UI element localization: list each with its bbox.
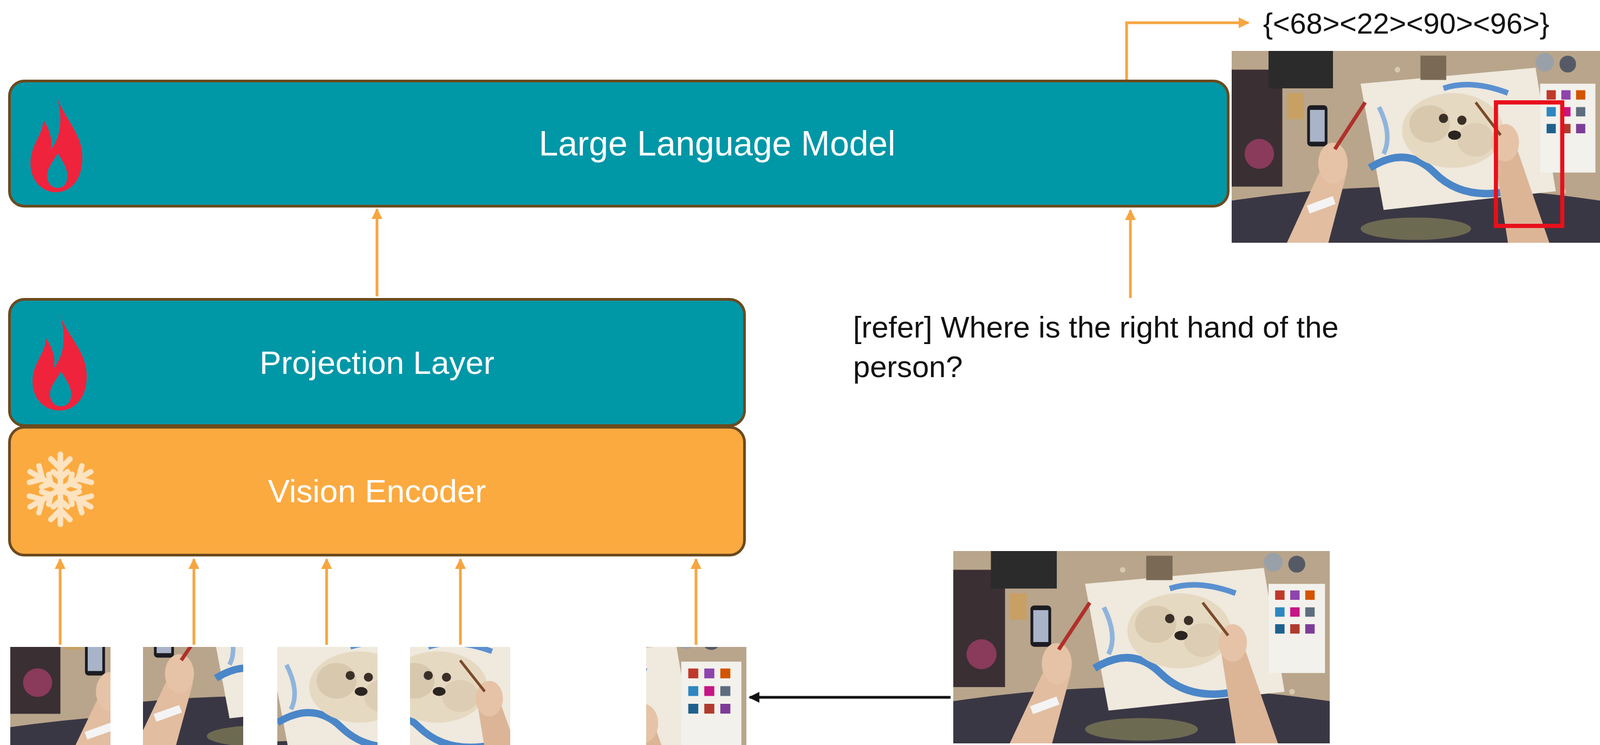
flow-arrow [375,209,379,297]
frozen-icon [20,443,101,536]
video-frame [218,610,584,745]
output-image [1231,50,1600,243]
box-label: Projection Layer [259,343,495,382]
query-text: [refer] Where is the right hand of the p… [853,307,1417,387]
trainable-icon [20,92,93,194]
output-coordinates: {<68><22><90><96>} [1263,4,1550,43]
process-box: Projection Layer [8,297,746,427]
video-frame [345,627,747,745]
bounding-box [1496,102,1563,226]
trainable-icon [22,310,97,413]
box-label: Large Language Model [538,123,896,164]
query-arrow [1129,210,1133,298]
input-frames [10,566,747,745]
box-label: Vision Encoder [268,472,486,510]
process-box: Vision Encoder [8,425,746,557]
source-image [953,550,1330,744]
process-box: Large Language Model [8,79,1230,208]
video-frame [79,566,444,745]
crop-arrow [749,696,951,699]
